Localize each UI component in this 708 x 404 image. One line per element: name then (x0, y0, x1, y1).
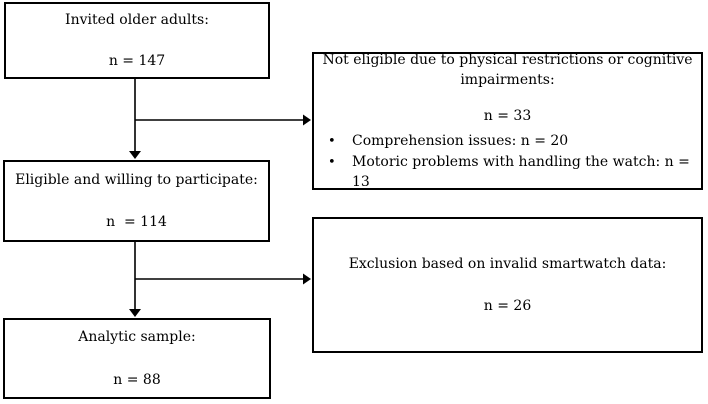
box-n-value: n = 147 (108, 52, 166, 69)
list-item: • Motoric problems with handling the wat… (326, 152, 699, 193)
exclusion-reason-list: • Comprehension issues: n = 20 • Motoric… (316, 131, 699, 192)
box-label: Invited older adults: (65, 12, 209, 29)
bullet-text: Comprehension issues: n = 20 (352, 132, 569, 149)
arrow-branch-to-exclusion (135, 273, 311, 285)
list-item: • Comprehension issues: n = 20 (326, 131, 699, 152)
box-n-value: n = 88 (113, 371, 161, 388)
box-n-value: n = 33 (483, 108, 532, 125)
box-n-value: n = 26 (483, 298, 532, 314)
box-n-value: n = 114 (106, 214, 167, 230)
bullet-text: Motoric problems with handling the watch… (352, 153, 690, 190)
flow-box-eligible: Eligible and willing to participate: n =… (3, 160, 270, 242)
arrow-invited-to-eligible (129, 79, 141, 159)
flow-box-analytic: Analytic sample: n = 88 (3, 318, 271, 399)
flow-box-exclusion: Exclusion based on invalid smartwatch da… (312, 217, 703, 353)
bullet-icon: • (328, 133, 336, 149)
bullet-icon: • (328, 154, 336, 170)
flow-box-not-eligible: Not eligible due to physical restriction… (312, 52, 703, 190)
box-label: Analytic sample: (78, 329, 196, 346)
flow-box-invited: Invited older adults: n = 147 (4, 2, 270, 79)
box-label: Eligible and willing to participate: (15, 171, 258, 188)
box-label: Not eligible due to physical restriction… (322, 51, 693, 89)
box-label: Exclusion based on invalid smartwatch da… (348, 255, 667, 272)
arrow-branch-to-not-eligible (135, 114, 311, 126)
